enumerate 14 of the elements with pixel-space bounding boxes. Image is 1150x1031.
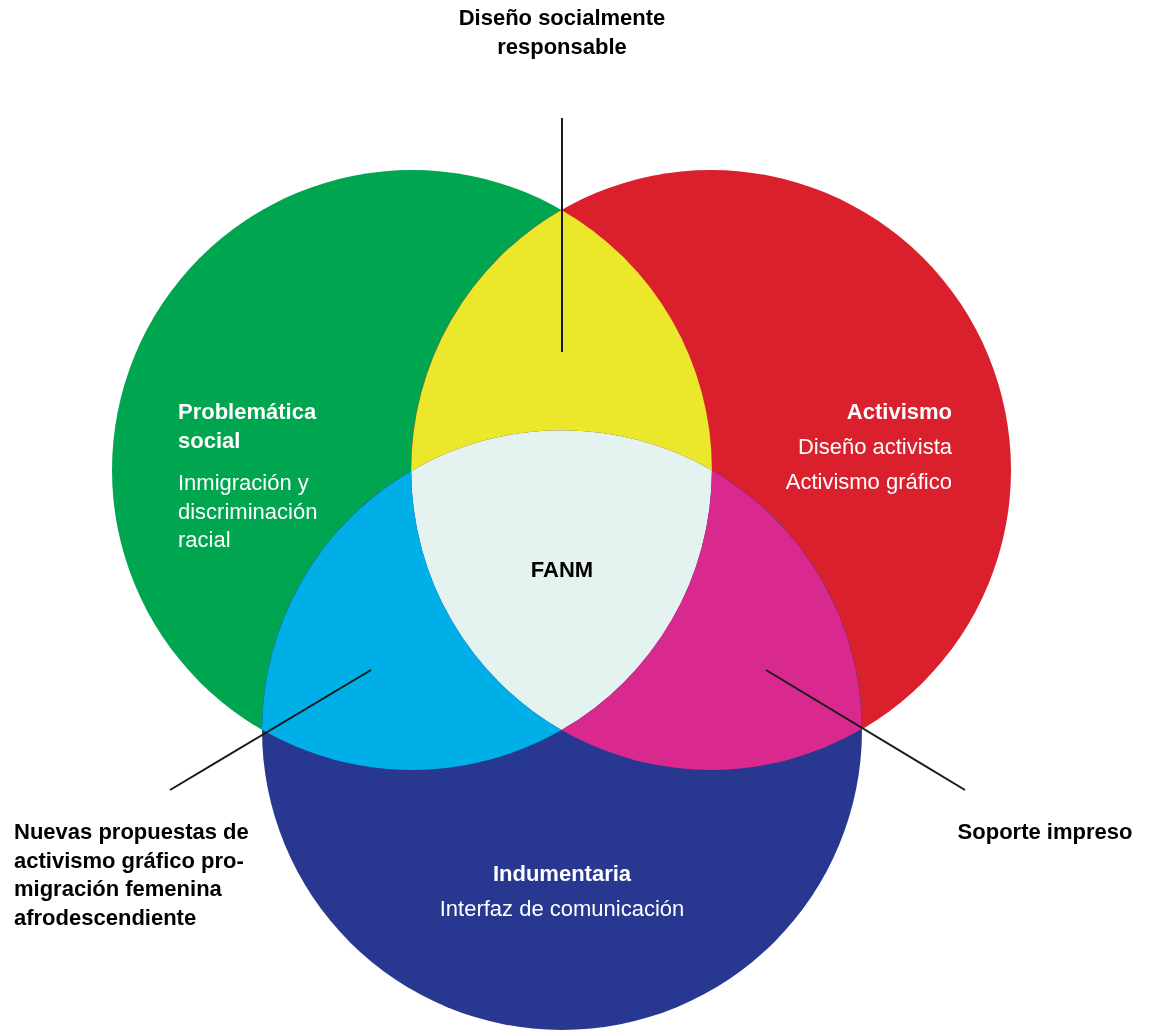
- circle-text: Inmigración y discriminación racial: [178, 470, 318, 553]
- callout-label: Diseño socialmente responsable: [458, 5, 666, 59]
- center-label: FANM: [530, 557, 594, 582]
- circle-heading: Indumentaria: [492, 861, 632, 886]
- callout-label: Soporte impreso: [957, 819, 1133, 844]
- circle-heading: Activismo: [846, 399, 952, 424]
- circle-text: Diseño activista: [797, 434, 952, 459]
- leader-line: [765, 669, 966, 791]
- circle-heading: Problemática social: [178, 399, 317, 453]
- circle-text: Activismo gráfico: [785, 469, 952, 494]
- leader-line: [561, 117, 563, 353]
- leader-line: [169, 669, 372, 791]
- circle-text: Interfaz de comunicación: [439, 896, 685, 921]
- callout-label: Nuevas propuestas de activismo gráfico pro-migración femenina afrodescendiente: [14, 819, 249, 930]
